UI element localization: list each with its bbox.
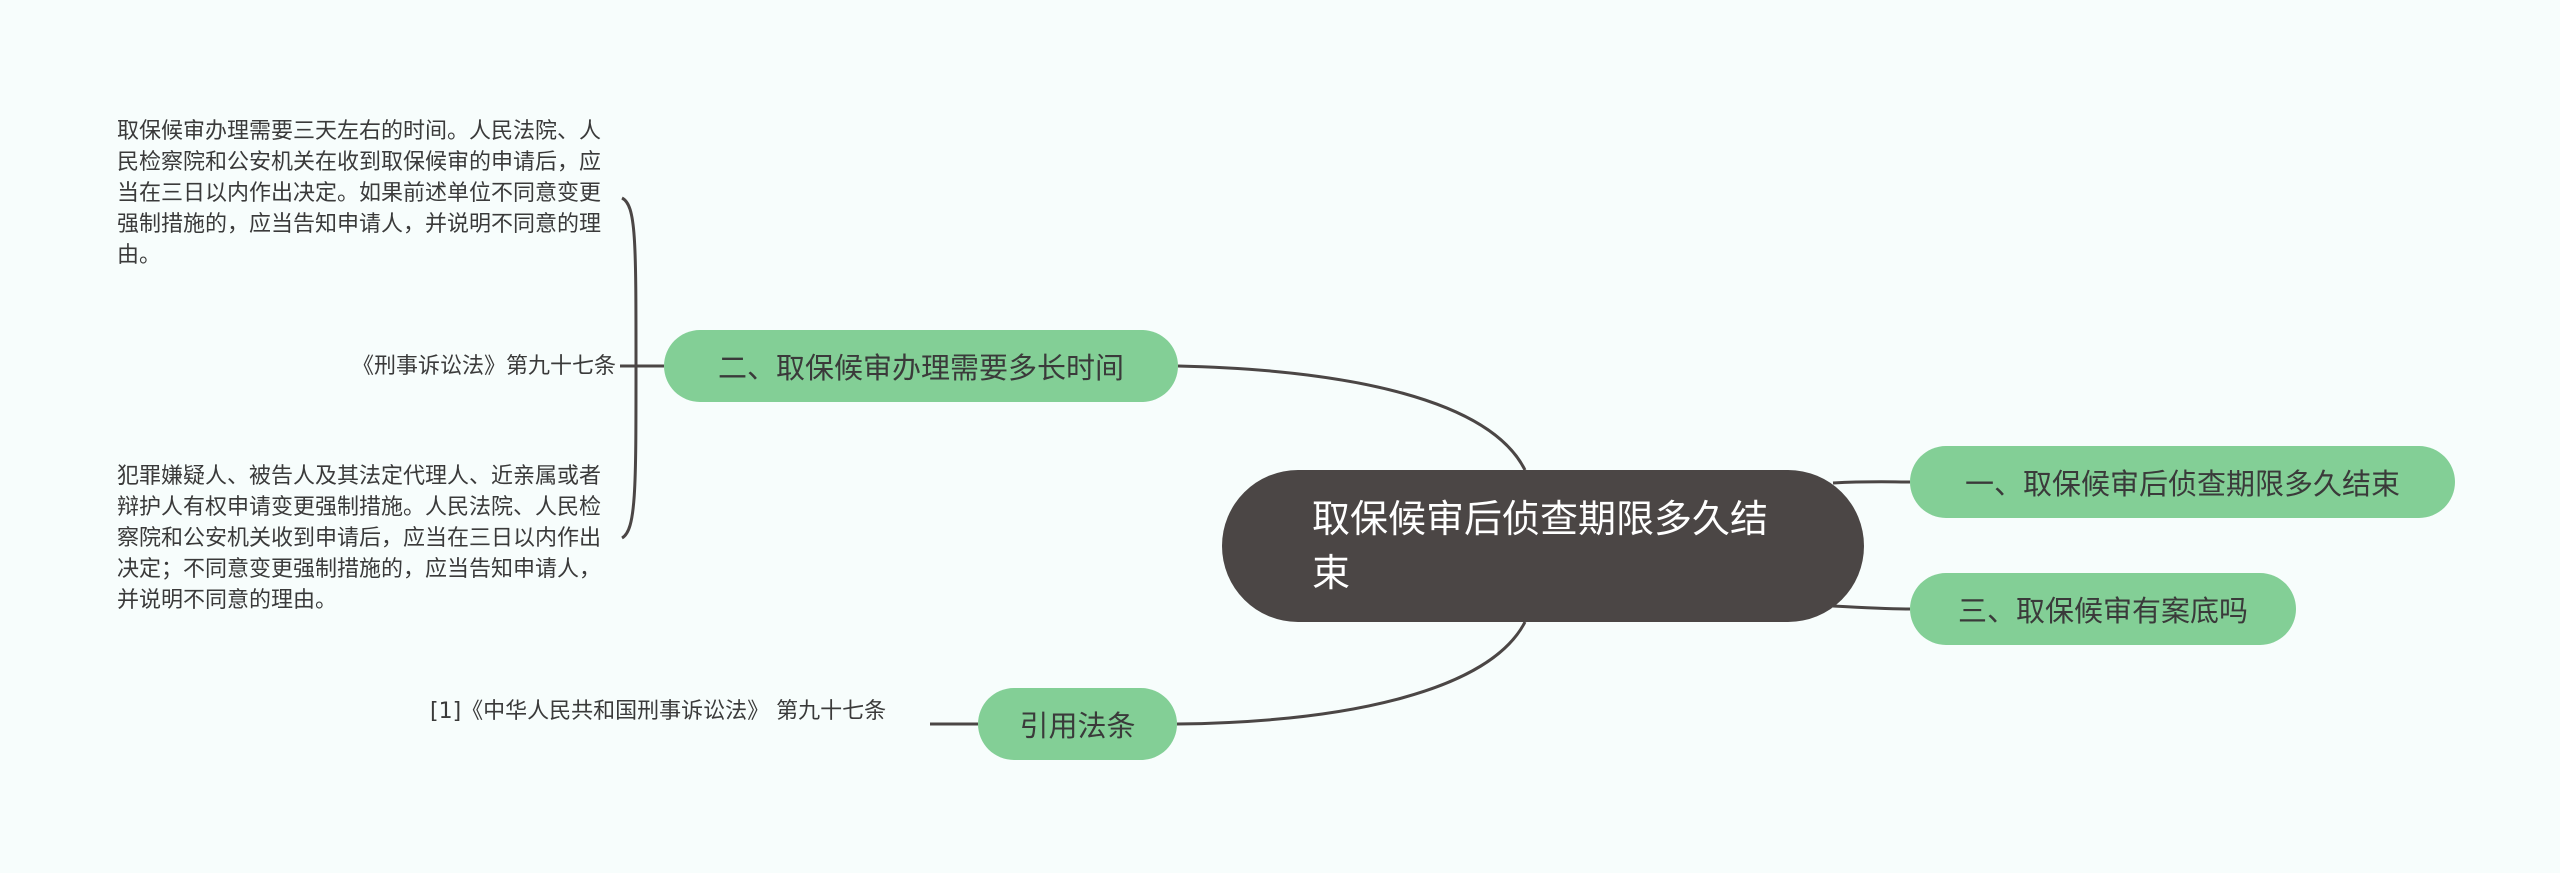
leaf-application-rights[interactable]: 犯罪嫌疑人、被告人及其法定代理人、近亲属或者辩护人有权申请变更强制措施。人民法院… bbox=[117, 464, 602, 613]
leaf-law-article[interactable]: 《刑事诉讼法》第九十七条 bbox=[351, 354, 616, 379]
central-topic-label: 取保候审后侦查期限多久结束 bbox=[1312, 497, 1769, 595]
link-t2-l3 bbox=[621, 365, 638, 540]
leaf-processing-time-detail[interactable]: 取保候审办理需要三天左右的时间。人民法院、人民检察院和公安机关在收到取保候审的申… bbox=[117, 119, 602, 268]
topic-label: 一、取保候审后侦查期限多久结束 bbox=[1964, 467, 2400, 501]
topic-label: 三、取保候审有案底吗 bbox=[1957, 594, 2248, 628]
leaf-citation[interactable]: [1]《中华人民共和国刑事诉讼法》 第九十七条 bbox=[430, 699, 887, 724]
central-topic[interactable]: 取保候审后侦查期限多久结束 bbox=[1222, 470, 1864, 622]
link-root-t3 bbox=[1832, 604, 1911, 611]
link-root-t1 bbox=[1832, 480, 1911, 485]
topic-cited-law[interactable]: 引用法条 bbox=[978, 688, 1177, 760]
link-t2-l1 bbox=[621, 196, 638, 367]
topic-processing-time[interactable]: 二、取保候审办理需要多长时间 bbox=[664, 330, 1178, 402]
topic-investigation-period[interactable]: 一、取保候审后侦查期限多久结束 bbox=[1910, 446, 2455, 518]
topic-label: 二、取保候审办理需要多长时间 bbox=[717, 351, 1124, 385]
topic-criminal-record[interactable]: 三、取保候审有案底吗 bbox=[1910, 573, 2296, 645]
topic-label: 引用法条 bbox=[1019, 709, 1136, 743]
link-root-t2 bbox=[1177, 364, 1527, 471]
link-root-t4 bbox=[1176, 621, 1527, 726]
